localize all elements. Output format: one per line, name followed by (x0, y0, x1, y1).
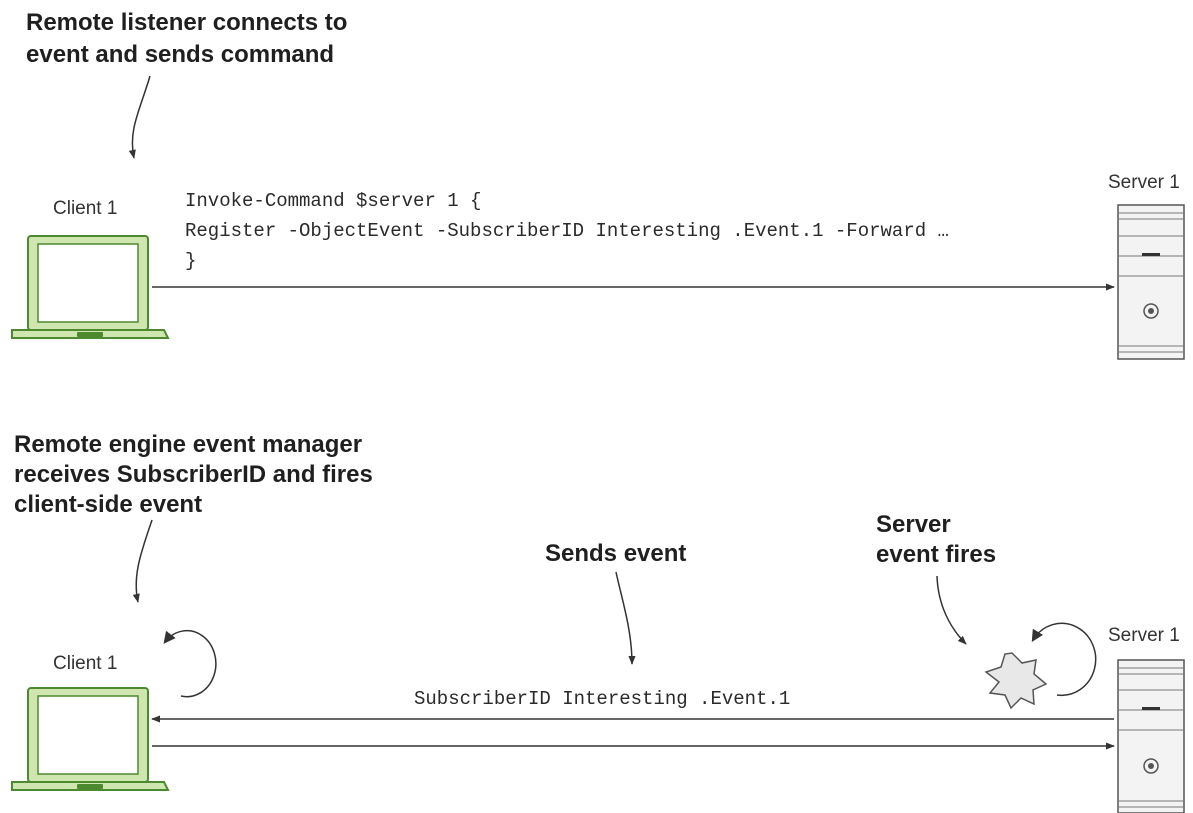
bottom-server-label: Server 1 (1108, 625, 1180, 646)
bottom-laptop-icon (11, 687, 170, 791)
client-callout: Remote engine event manager receives Sub… (14, 431, 380, 518)
event-burst-icon (984, 652, 1048, 710)
client-callout-line-2: receives SubscriberID and fires (14, 461, 373, 488)
top-server-label: Server 1 (1108, 172, 1180, 193)
top-laptop-icon (11, 235, 170, 339)
server-callout: Server event fires (876, 511, 996, 568)
client-callout-line-3: client-side event (14, 491, 202, 518)
top-panel: Remote listener connects to event and se… (11, 9, 1185, 360)
event-message-text: SubscriberID Interesting .Event.1 (414, 688, 790, 710)
server-callout-line-2: event fires (876, 541, 996, 568)
top-callout-line-2: event and sends command (26, 41, 334, 68)
server-fire-cycle-icon (1031, 622, 1097, 697)
top-callout: Remote listener connects to event and se… (26, 9, 354, 68)
sends-event-callout: Sends event (545, 540, 686, 567)
bottom-client-label: Client 1 (53, 653, 117, 674)
client-callout-line-1: Remote engine event manager (14, 431, 362, 458)
command-line-1: Invoke-Command $server 1 { (185, 190, 481, 212)
command-line-3: } (185, 250, 196, 272)
top-client-label: Client 1 (53, 198, 117, 219)
server-callout-pointer (936, 575, 967, 645)
top-command-code: Invoke-Command $server 1 { Register -Obj… (185, 190, 960, 272)
client-fire-cycle-icon (163, 629, 217, 698)
client-callout-pointer (132, 519, 153, 603)
top-server-icon (1117, 204, 1185, 360)
top-callout-pointer (128, 75, 151, 159)
bottom-server-icon (1117, 659, 1185, 813)
sends-event-pointer (615, 571, 636, 665)
command-line-2: Register -ObjectEvent -SubscriberID Inte… (185, 220, 949, 242)
top-callout-line-1: Remote listener connects to (26, 9, 347, 36)
bottom-panel: Remote engine event manager receives Sub… (11, 431, 1185, 813)
server-callout-line-1: Server (876, 511, 951, 538)
